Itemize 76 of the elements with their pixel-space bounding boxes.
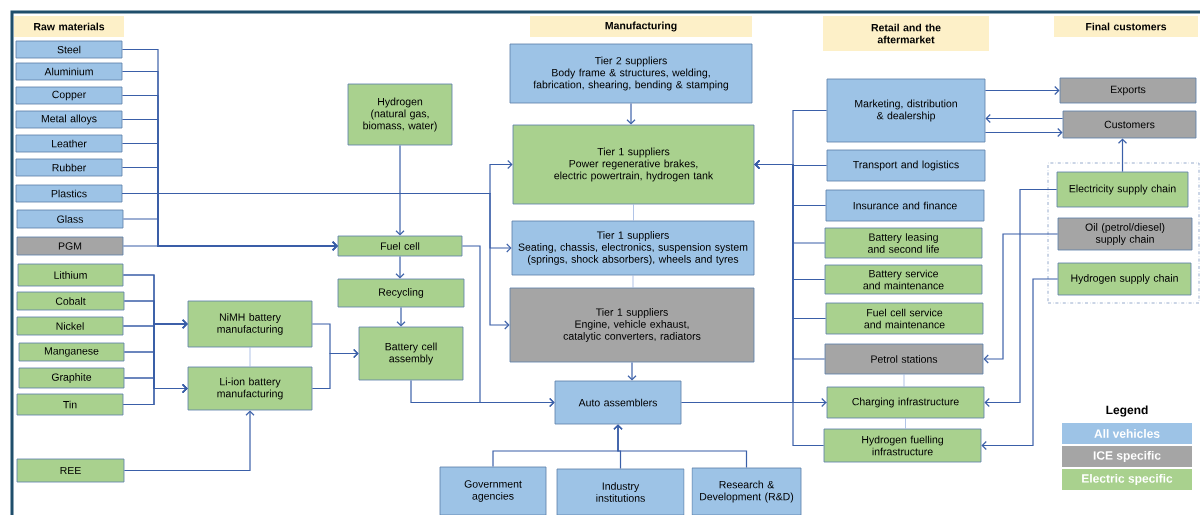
arrow — [985, 113, 1064, 124]
process-box: Electricity supply chain — [1056, 171, 1189, 208]
process-box: Exports — [1059, 77, 1197, 104]
process-box: Industry institutions — [556, 468, 685, 515]
connector-line — [633, 204, 634, 221]
process-box: Transport and logistics — [826, 149, 986, 182]
arrow — [984, 188, 1058, 408]
arrow — [122, 241, 338, 251]
process-box: Insurance and finance — [825, 189, 985, 222]
connector-line — [905, 418, 906, 429]
arrow — [395, 144, 405, 236]
process-box: Hydrogen fuelling infrastructure — [823, 428, 982, 463]
process-box: Battery leasing and second life — [824, 227, 983, 259]
process-box: Copper — [15, 86, 123, 105]
arrow — [461, 245, 555, 408]
process-box: Nickel — [16, 316, 124, 336]
column-header: Final customers — [1054, 16, 1198, 37]
process-box: Auto assemblers — [554, 380, 682, 425]
arrow — [754, 159, 825, 447]
connector-line — [249, 347, 251, 367]
process-box: Lithium — [17, 263, 124, 287]
process-box: Oil (petrol/diesel) supply chain — [1057, 217, 1193, 251]
process-box: Graphite — [18, 367, 125, 389]
process-box: Battery service and maintenance — [824, 264, 983, 295]
column-header: Manufacturing — [530, 16, 752, 37]
column-header: Retail and the aftermarket — [823, 16, 989, 51]
process-box: Leather — [15, 134, 123, 153]
process-box: Research & Development (R&D) — [691, 467, 802, 515]
process-box: REE — [16, 458, 125, 483]
arrow — [122, 383, 188, 406]
process-box: Charging infrastructure — [826, 386, 985, 419]
process-box: Aluminium — [15, 62, 123, 81]
process-box: Metal alloys — [15, 110, 123, 129]
process-box: Tier 1 suppliers Seating, chassis, electronics, suspension system (springs, shock absorbers), wheels and tyres — [511, 220, 755, 276]
arrow — [984, 85, 1060, 96]
process-box: Recycling — [337, 278, 465, 308]
process-box: Tier 2 suppliers Body frame & structures, welding, fabrication, shearing, bending & stamping — [509, 43, 753, 104]
process-box: Li-ion battery manufacturing — [187, 366, 313, 411]
process-box: Tin — [16, 393, 124, 416]
process-box: Tier 1 suppliers Power regenerative brakes, electric powertrain, hydrogen tank — [512, 124, 755, 205]
arrow — [396, 306, 406, 327]
connector-line — [632, 275, 634, 288]
process-box: Rubber — [15, 158, 123, 177]
process-box: Battery cell assembly — [358, 326, 464, 381]
arrow — [627, 361, 637, 381]
process-box: Fuel cell — [337, 235, 463, 257]
process-box: NiMH battery manufacturing — [187, 300, 313, 348]
arrow — [983, 233, 1059, 364]
group-outline — [1047, 162, 1200, 304]
process-box: Manganese — [18, 342, 125, 362]
process-box: Tier 1 suppliers Engine, vehicle exhaust, catalytic converters, radiators — [509, 287, 755, 363]
arrow — [123, 410, 255, 472]
process-box: Hydrogen supply chain — [1057, 262, 1192, 296]
arrow — [121, 192, 510, 330]
legend-title: Legend — [1106, 405, 1148, 417]
process-box: Hydrogen (natural gas, biomass, water) — [347, 83, 453, 146]
arrow — [626, 102, 636, 125]
arrow — [984, 127, 1063, 138]
column-header: Raw materials — [14, 16, 124, 37]
process-box: Petrol stations — [824, 343, 984, 375]
process-box: PGM — [16, 236, 124, 256]
arrow — [680, 397, 827, 408]
arrow — [1117, 138, 1128, 173]
process-box: Fuel cell service and maintenance — [825, 302, 984, 335]
process-box: Government agencies — [439, 466, 547, 515]
process-box: Steel — [15, 40, 123, 59]
arrow — [613, 424, 748, 469]
arrow — [981, 278, 1059, 451]
process-box: Plastics — [15, 184, 123, 203]
process-box: Marketing, distribution & dealership — [826, 78, 986, 143]
process-box: Glass — [16, 209, 124, 229]
connector-line — [903, 374, 905, 387]
process-box: Customers — [1062, 110, 1197, 139]
arrow — [395, 255, 405, 279]
arrow — [311, 348, 359, 390]
process-box: Cobalt — [16, 291, 125, 311]
